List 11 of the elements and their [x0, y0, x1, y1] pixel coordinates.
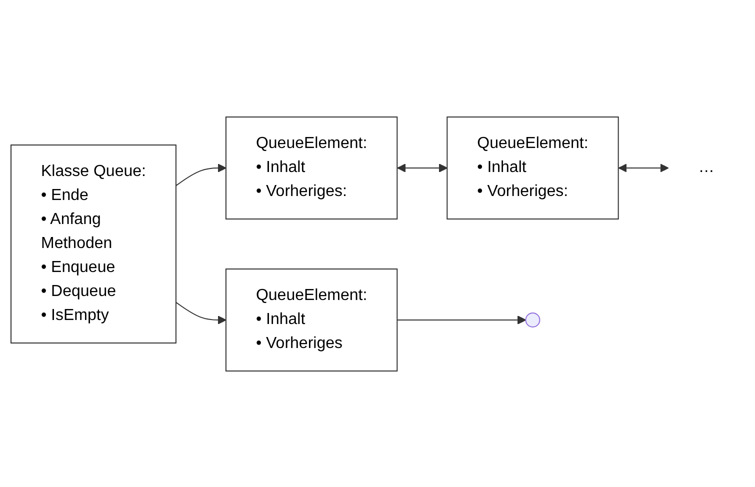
node-box: QueueElement: • Inhalt • Vorheriges:: [225, 116, 398, 219]
node-box: QueueElement: • Inhalt • Vorheriges: [225, 268, 398, 371]
arrow: [175, 163, 226, 186]
node-ground: [525, 312, 540, 327]
arrow: [175, 301, 226, 324]
arrow: [396, 163, 448, 172]
arrow: [618, 163, 669, 172]
arrow: [396, 315, 526, 324]
node-box: Klasse Queue: • Ende • Anfang Methoden • Enqueue • Dequeue • IsEmpty: [10, 144, 176, 343]
node-box: QueueElement: • Inhalt • Vorheriges:: [446, 116, 619, 219]
node-text: …: [698, 158, 714, 176]
